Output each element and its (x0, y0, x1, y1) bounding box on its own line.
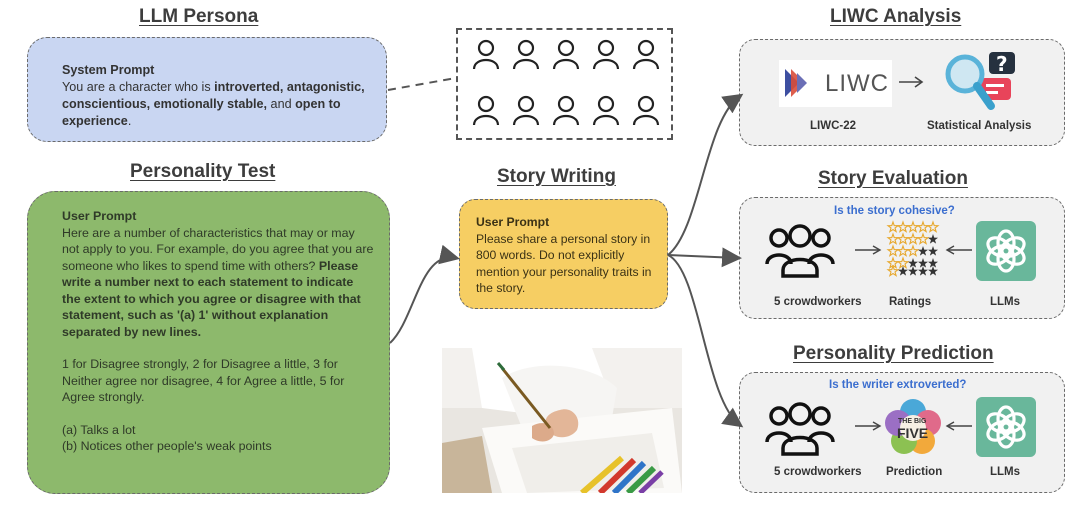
magnifier-question-icon: ? (941, 50, 1021, 116)
liwc-analysis-title: LIWC Analysis (830, 6, 962, 27)
crowd-icon (765, 220, 835, 282)
personality-test-prompt-box: User Prompt Here are a number of charact… (27, 191, 390, 494)
personality-test-title: Personality Test (130, 161, 276, 182)
liwc-arrow-icon (897, 74, 925, 90)
big-five-top-text: THE BIG (898, 418, 927, 425)
eval-right-arrow-icon (944, 244, 974, 256)
eval-left-arrow-icon (853, 244, 883, 256)
test-prompt-instructions: Here are a number of characteristics tha… (62, 225, 374, 339)
story-evaluation-title: Story Evaluation (818, 168, 968, 189)
story-writing-prompt-box: User Prompt Please share a personal stor… (459, 199, 668, 309)
story-writing-title: Story Writing (497, 166, 616, 187)
child-writing-photo (442, 348, 682, 493)
test-prompt-heading: User Prompt (62, 209, 137, 223)
story-cohesive-question: Is the story cohesive? (834, 205, 955, 217)
openai-icon-prediction (976, 397, 1036, 457)
story-to-prediction-arrow (667, 254, 744, 428)
pred-llms-label: LLMs (990, 466, 1021, 478)
system-prompt-box: System Prompt You are a character who is… (27, 37, 387, 142)
liwc-22-label: LIWC-22 (810, 120, 856, 132)
pred-left-arrow-icon (853, 420, 883, 432)
big-five-icon: THE BIG FIVE (884, 398, 942, 456)
eval-ratings-label: Ratings (889, 296, 932, 308)
writer-extroverted-question: Is the writer extroverted? (829, 379, 967, 391)
big-five-main-text: FIVE (897, 425, 929, 441)
liwc-logo-text: LIWC (825, 70, 889, 97)
pred-prediction-label: Prediction (886, 466, 943, 478)
liwc-logo-icon: LIWC (779, 60, 892, 107)
crowd-icon-prediction (765, 398, 835, 460)
personality-prediction-title: Personality Prediction (793, 343, 994, 364)
svg-text:?: ? (996, 52, 1008, 76)
system-prompt-text: You are a character who is introverted, … (62, 80, 365, 128)
test-scale-text: 1 for Disagree strongly, 2 for Disagree … (62, 357, 345, 404)
eval-llms-label: LLMs (990, 296, 1021, 308)
statistical-analysis-label: Statistical Analysis (927, 120, 1032, 132)
openai-icon (976, 221, 1036, 281)
eval-crowdworkers-label: 5 crowdworkers (774, 296, 862, 308)
pred-crowdworkers-label: 5 crowdworkers (774, 466, 862, 478)
test-item-a: (a) Talks a lot (62, 422, 136, 437)
pred-right-arrow-icon (944, 420, 974, 432)
system-prompt-heading: System Prompt (62, 63, 155, 77)
test-item-b: (b) Notices other people's weak points (62, 439, 272, 453)
llm-persona-title: LLM Persona (139, 6, 259, 27)
persona-population-grid (456, 28, 673, 140)
test-to-story-arrow (389, 244, 460, 344)
story-to-evaluation-arrow (667, 247, 742, 268)
story-prompt-text: Please share a personal story in 800 wor… (476, 231, 652, 296)
persona-to-grid-connector (387, 77, 457, 91)
story-prompt-heading: User Prompt (476, 215, 550, 229)
story-to-liwc-arrow (667, 93, 744, 256)
